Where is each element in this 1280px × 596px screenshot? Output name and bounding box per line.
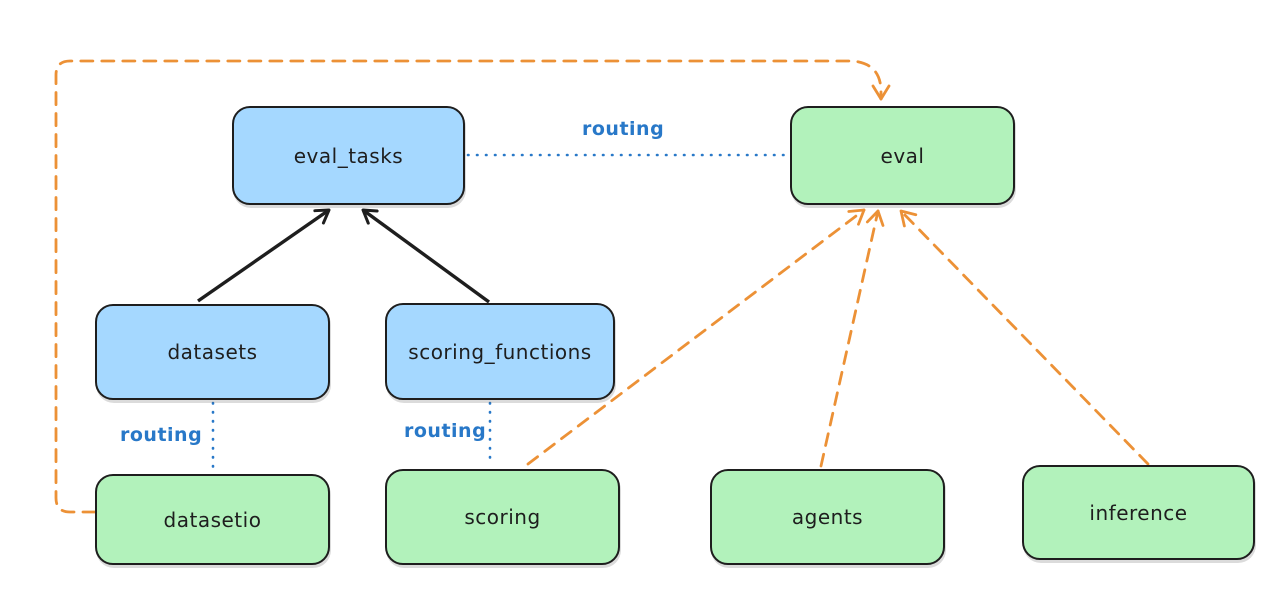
arrow-datasets-to-eval-tasks [197,208,331,303]
node-scoring-functions-label: scoring_functions [408,339,592,364]
node-scoring-label: scoring [464,505,541,529]
node-datasetio: datasetio [95,474,330,565]
arrow-inference-to-eval [899,209,1150,466]
arrow-datasetio-to-eval-loop [54,59,891,514]
routing-label-datasets-datasetio: routing [120,424,203,446]
node-scoring-functions: scoring_functions [385,303,615,400]
node-datasets: datasets [95,304,330,400]
node-agents-label: agents [791,505,864,529]
node-eval: eval [790,106,1015,205]
routing-label-scoring-functions-scoring: routing [404,420,487,442]
node-inference-label: inference [1089,500,1188,525]
arrow-agents-to-eval [819,209,885,468]
node-eval-tasks-label: eval_tasks [293,143,404,168]
node-datasets-label: datasets [167,340,258,364]
arrow-scoring-to-eval [526,208,866,466]
node-eval-label: eval [880,143,925,168]
routing-label-eval-tasks-eval: routing [582,118,665,140]
node-datasetio-label: datasetio [163,507,262,532]
node-inference: inference [1022,465,1255,560]
node-scoring: scoring [385,469,620,565]
arrow-scoring-functions-to-eval-tasks [361,208,491,304]
node-agents: agents [710,469,945,565]
node-eval-tasks: eval_tasks [232,106,465,205]
